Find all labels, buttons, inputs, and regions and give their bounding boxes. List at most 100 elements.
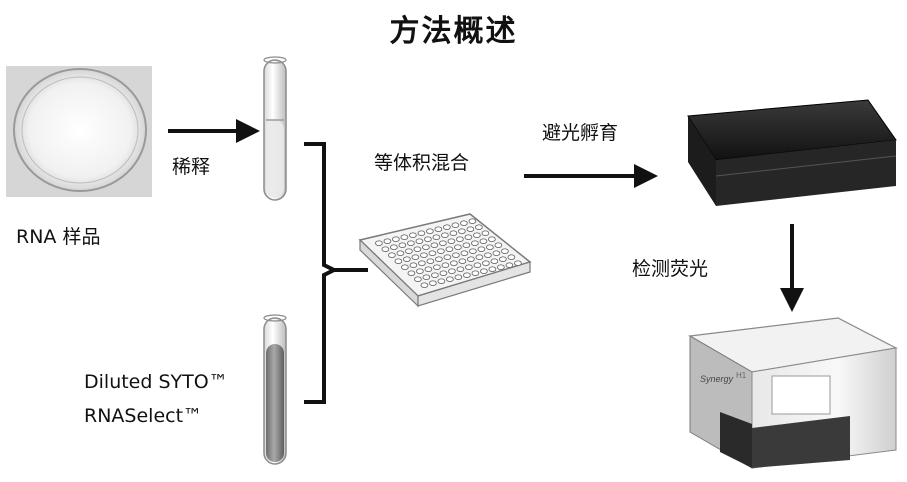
plate-well <box>472 241 479 246</box>
rna-sample-label: RNA 样品 <box>16 222 100 249</box>
plate-well <box>461 221 468 226</box>
plate-well <box>459 229 466 234</box>
plate-well <box>433 235 440 240</box>
plate-well <box>457 237 464 242</box>
plate-well <box>421 283 428 288</box>
plate-well <box>389 253 396 258</box>
plate-well <box>450 231 457 236</box>
plate-well <box>406 249 413 254</box>
plate-well <box>438 249 445 254</box>
incubate-label: 避光孵育 <box>542 118 618 145</box>
plate-well <box>419 261 426 266</box>
plate-well <box>515 261 522 266</box>
rna-sample-dish <box>6 66 152 197</box>
plate-well <box>415 277 422 282</box>
plate-well <box>431 243 438 248</box>
dilute-label: 稀释 <box>172 152 210 179</box>
plate-well <box>465 235 472 240</box>
plate-well <box>470 249 477 254</box>
plate-well <box>489 267 496 272</box>
plate-well <box>463 243 470 248</box>
plate-well <box>425 237 432 242</box>
plate-well <box>480 239 487 244</box>
plate-well <box>476 225 483 230</box>
plate-well <box>391 245 398 250</box>
plate-well <box>432 273 439 278</box>
plate-well <box>414 247 421 252</box>
plate-well <box>410 233 417 238</box>
plate-well <box>495 243 502 248</box>
plate-well <box>466 265 473 270</box>
plate-well <box>459 259 466 264</box>
instrument-model: H1 <box>736 371 747 380</box>
plate-reader-instrument: Synergy H1 <box>690 318 896 468</box>
plate-well <box>442 263 449 268</box>
plate-well <box>412 255 419 260</box>
plate-well <box>408 271 415 276</box>
plate-well <box>427 229 434 234</box>
plate-well <box>506 263 513 268</box>
instrument-brand: Synergy <box>700 374 734 384</box>
plate-well <box>399 243 406 248</box>
plate-well <box>474 233 481 238</box>
plate-well <box>455 275 462 280</box>
plate-well <box>404 257 411 262</box>
mix-bracket <box>304 144 334 402</box>
plate-well <box>493 251 500 256</box>
plate-well <box>410 263 417 268</box>
plate-well <box>452 223 459 228</box>
plate-well <box>384 239 391 244</box>
plate-well <box>476 255 483 260</box>
plate-well <box>457 267 464 272</box>
plate-well <box>487 245 494 250</box>
plate-well <box>502 249 509 254</box>
plate-well <box>423 275 430 280</box>
syto-reagent-tube <box>264 315 286 464</box>
plate-well <box>500 257 507 262</box>
plate-well <box>418 231 425 236</box>
plate-well <box>393 237 400 242</box>
plate-well <box>438 279 445 284</box>
plate-well <box>449 269 456 274</box>
96-well-plate <box>360 214 530 306</box>
plate-well <box>461 251 468 256</box>
plate-well <box>429 251 436 256</box>
plate-well <box>474 263 481 268</box>
plate-well <box>402 265 409 270</box>
plate-well <box>453 253 460 258</box>
plate-well <box>485 253 492 258</box>
plate-well <box>444 255 451 260</box>
plate-well <box>417 269 424 274</box>
plate-well <box>455 245 462 250</box>
plate-well <box>435 227 442 232</box>
plate-well <box>382 247 389 252</box>
detect-label: 检测荧光 <box>632 254 708 281</box>
plate-well <box>489 237 496 242</box>
plate-well <box>440 241 447 246</box>
plate-well <box>397 251 404 256</box>
plate-well <box>440 271 447 276</box>
plate-well <box>447 277 454 282</box>
reagent-label-line2: RNASelect™ <box>84 405 202 427</box>
plate-well <box>421 253 428 258</box>
diluted-rna-tube <box>264 57 286 200</box>
plate-well <box>376 241 383 246</box>
plate-well <box>467 227 474 232</box>
plate-well <box>416 239 423 244</box>
plate-well <box>442 233 449 238</box>
plate-well <box>491 259 498 264</box>
plate-well <box>408 241 415 246</box>
plate-well <box>434 265 441 270</box>
plate-well <box>468 257 475 262</box>
plate-well <box>436 257 443 262</box>
plate-well <box>427 259 434 264</box>
plate-well <box>451 261 458 266</box>
plate-well <box>395 259 402 264</box>
dark-incubation-box <box>688 100 896 206</box>
plate-well <box>482 231 489 236</box>
plate-well <box>425 267 432 272</box>
plate-well <box>448 239 455 244</box>
plate-well <box>469 219 476 224</box>
plate-well <box>446 247 453 252</box>
